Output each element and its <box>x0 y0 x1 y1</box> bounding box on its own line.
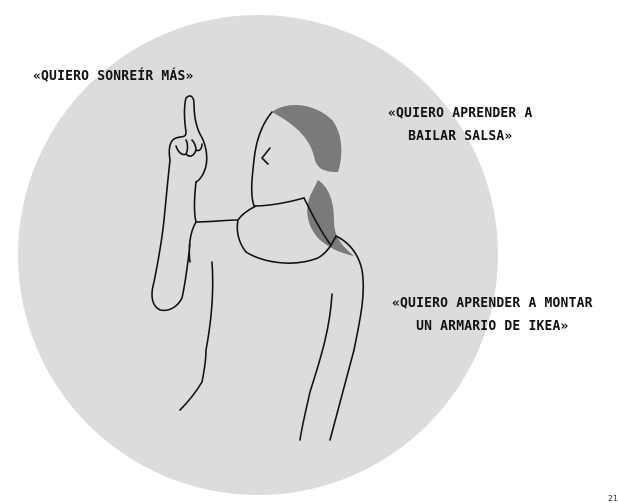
quote-ikea-line-2: UN ARMARIO DE IKEA» <box>416 319 569 334</box>
body-left-edge <box>179 261 214 411</box>
hair-ponytail <box>307 180 354 256</box>
quote-ikea-line-1: «QUIERO APRENDER A MONTAR <box>392 296 593 311</box>
quote-smile-more: «QUIERO SONREÍR MÁS» <box>33 69 194 84</box>
quote-dance-salsa: «QUIERO APRENDER A BAILAR SALSA» <box>388 102 532 148</box>
quote-dance-salsa-line-1: «QUIERO APRENDER A <box>388 106 533 121</box>
raised-arm <box>151 159 197 312</box>
background-circle <box>18 15 498 495</box>
finger-curl-3 <box>195 143 203 152</box>
hair-top <box>272 105 342 172</box>
page-number: 21 <box>607 494 618 503</box>
face-feature <box>261 147 271 165</box>
torso-outline <box>245 235 365 351</box>
finger-curl-1 <box>175 139 189 156</box>
quote-assemble-ikea-wardrobe: «QUIERO APRENDER A MONTAR UN ARMARIO DE … <box>392 292 593 338</box>
head-outline <box>250 111 305 207</box>
body-center-line <box>299 293 333 441</box>
shoulder-left <box>188 219 239 263</box>
hand-pointing-up <box>168 95 208 183</box>
quote-dance-salsa-line-2: BAILAR SALSA» <box>408 129 513 144</box>
body-right-line <box>329 349 355 441</box>
